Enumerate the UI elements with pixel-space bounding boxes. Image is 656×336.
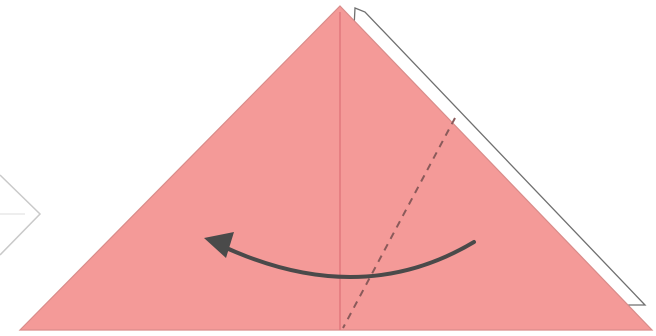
previous-step-shape xyxy=(0,175,40,255)
front-triangle xyxy=(20,6,652,330)
